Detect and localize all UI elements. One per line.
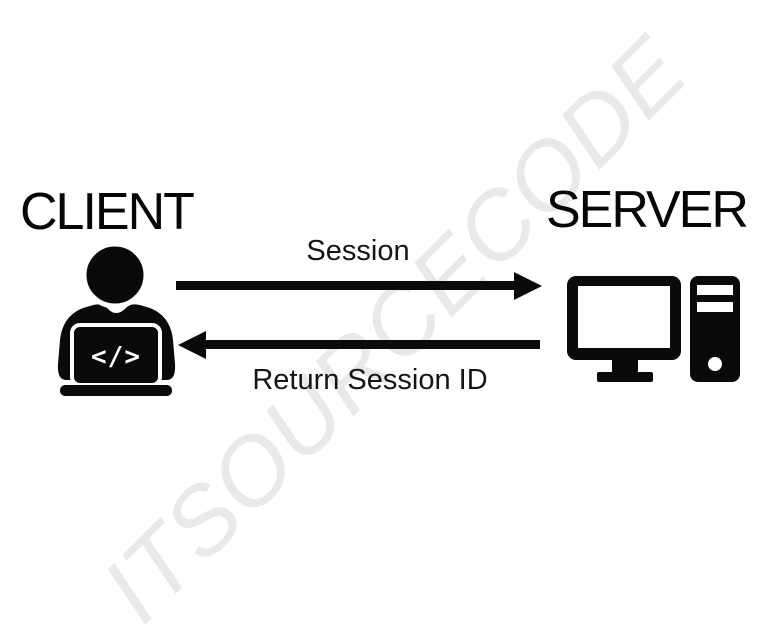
tower-slot-1 bbox=[697, 285, 733, 295]
monitor-stand-base bbox=[597, 372, 653, 382]
session-arrow-label: Session bbox=[306, 235, 410, 267]
return-arrow-left-icon bbox=[178, 331, 206, 359]
tower-power-button-icon bbox=[708, 357, 722, 371]
tower-slot-2 bbox=[697, 302, 733, 312]
client-label: CLIENT bbox=[20, 183, 195, 241]
return-arrow-shaft bbox=[206, 340, 540, 349]
server-label: SERVER bbox=[546, 181, 749, 239]
session-arrow-right-icon bbox=[514, 272, 542, 300]
code-icon: </> bbox=[91, 342, 141, 372]
person-at-laptop-icon: </> bbox=[50, 240, 185, 405]
person-head bbox=[81, 241, 149, 309]
desktop-computer-icon bbox=[563, 273, 748, 390]
monitor-stand-neck bbox=[612, 360, 638, 373]
return-session-id-label: Return Session ID bbox=[252, 364, 488, 396]
laptop-base bbox=[60, 385, 172, 396]
session-arrow-shaft bbox=[176, 281, 514, 290]
monitor-screen bbox=[578, 286, 670, 348]
